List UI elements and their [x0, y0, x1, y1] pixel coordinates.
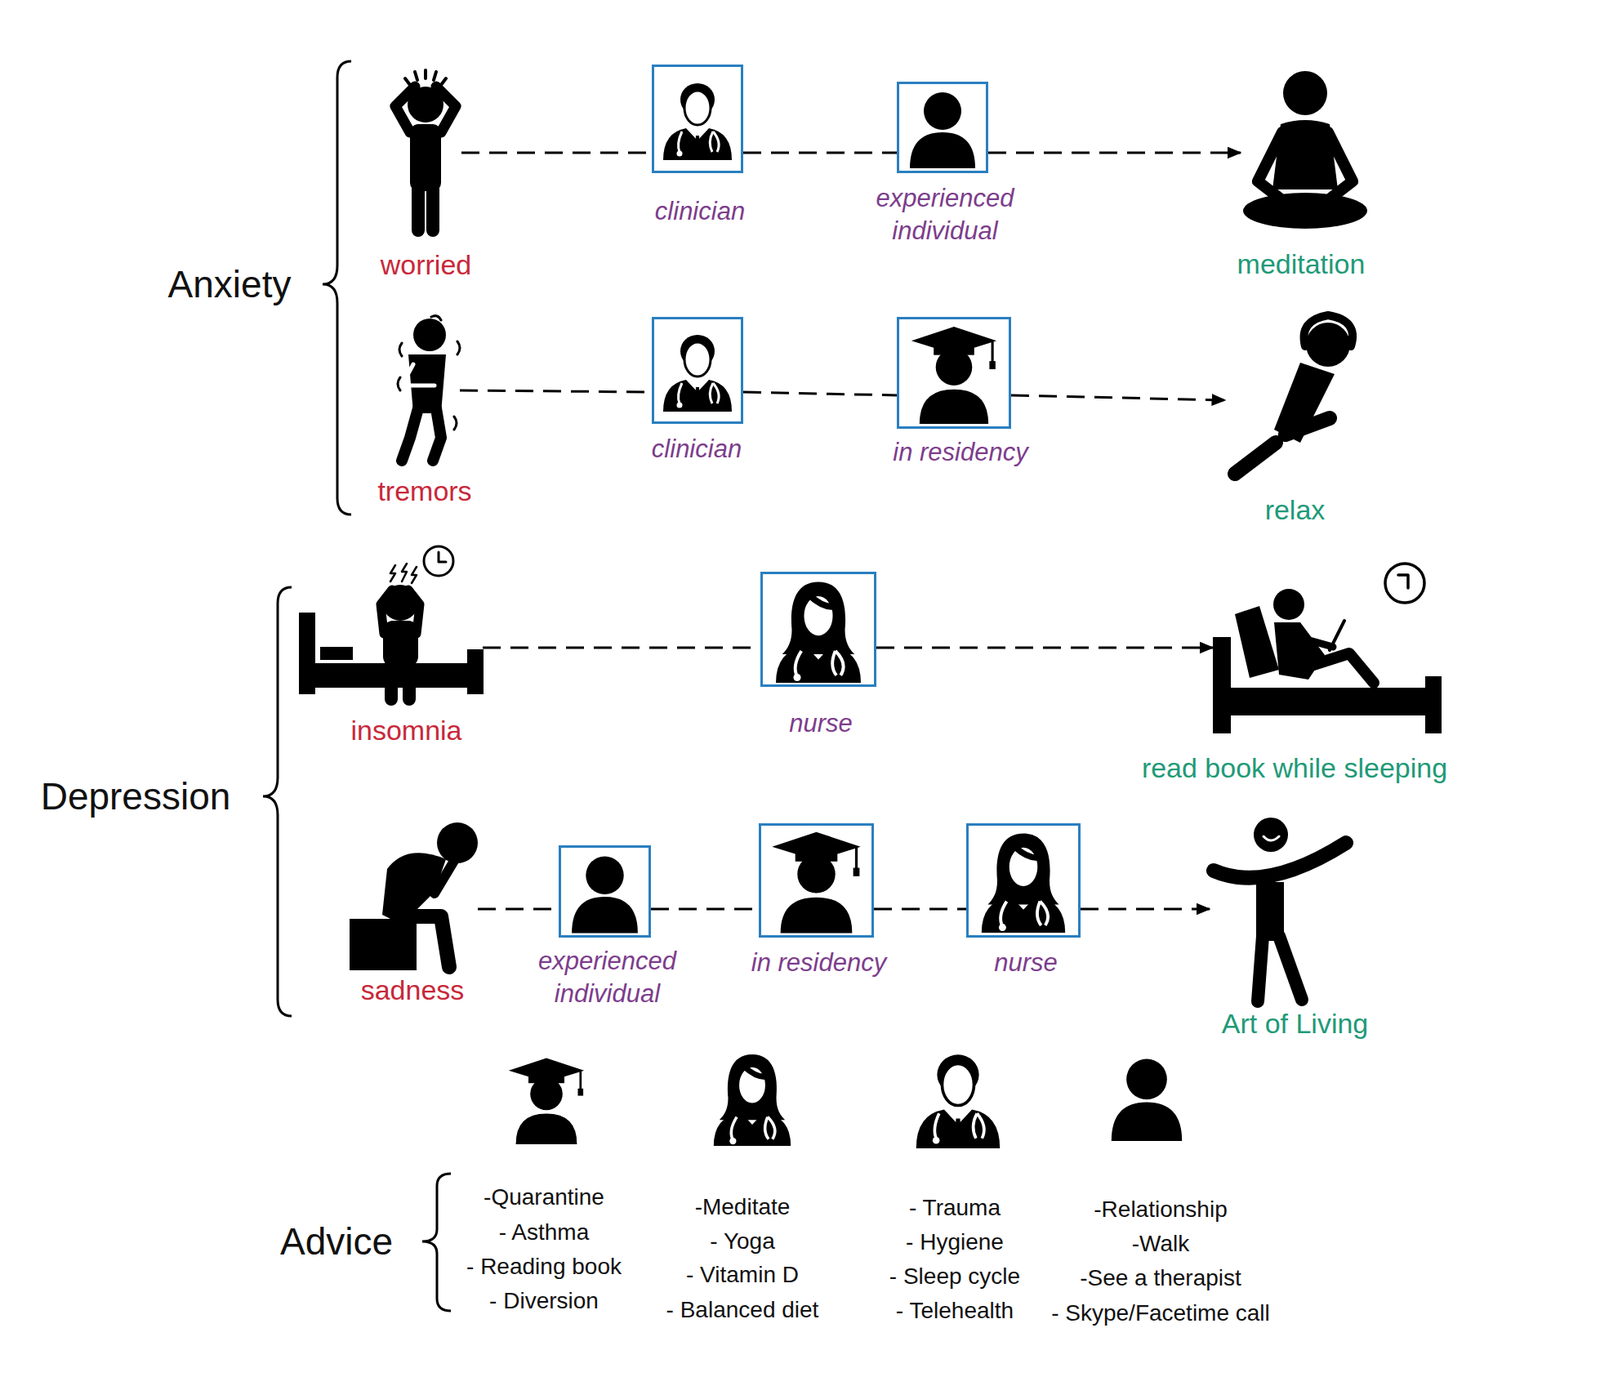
role-label: experienced individual	[838, 182, 1052, 248]
nurse-icon	[981, 833, 1066, 933]
reading-in-bed-figure	[1212, 563, 1442, 734]
graduate-icon	[508, 1057, 584, 1145]
meditation-figure	[1243, 71, 1368, 229]
insomnia-figure	[298, 546, 484, 700]
remedy-label: read book while sleeping	[1141, 751, 1448, 785]
nurse-icon	[775, 582, 861, 684]
advice-item: - Trauma	[909, 1194, 1001, 1222]
dashed-arrow	[650, 908, 759, 911]
section-label: Advice	[280, 1219, 393, 1264]
person-icon	[571, 856, 638, 934]
worried-figure	[395, 70, 456, 231]
clinician-icon	[663, 334, 732, 412]
dashed-arrow	[461, 151, 652, 155]
dashed-arrow	[873, 908, 967, 911]
brace	[322, 61, 352, 515]
advice-item: -See a therapist	[1079, 1265, 1242, 1292]
tremors-figure	[397, 316, 460, 461]
remedy-figure: meditation	[1240, 71, 1369, 230]
relax-figure	[1234, 315, 1353, 474]
dashed-arrow	[482, 646, 761, 650]
dashed-arrow	[743, 151, 897, 155]
role-box: in residency	[758, 823, 874, 938]
remedy-figure: Art of Living	[1209, 816, 1348, 1006]
advice-item: - Skype/Facetime call	[1051, 1300, 1271, 1327]
advice-item: - Telehealth	[895, 1297, 1014, 1324]
symptom-figure: insomnia	[298, 551, 483, 705]
role-label: clinician	[651, 432, 742, 466]
symptom-figure: tremors	[392, 316, 460, 465]
dashed-arrow	[459, 390, 652, 393]
role-label: in residency	[751, 946, 887, 980]
role-box: in residency	[896, 316, 1012, 429]
nurse-icon	[713, 1054, 791, 1146]
section-label: Depression	[40, 774, 232, 819]
advice-item: -Meditate	[695, 1194, 791, 1221]
dashed-arrow	[1080, 908, 1210, 911]
advice-item: - Asthma	[499, 1219, 589, 1246]
role-box: experienced individual	[896, 81, 989, 174]
role-label: experienced individual	[501, 944, 714, 1011]
person-icon	[909, 92, 976, 169]
dashed-arrow	[477, 908, 559, 911]
role-box: clinician	[651, 64, 744, 174]
brace	[262, 587, 292, 1017]
graduate-icon	[911, 326, 997, 424]
role-box: clinician	[651, 316, 744, 424]
advice-item: - Diversion	[489, 1288, 599, 1315]
role-box: experienced individual	[558, 845, 651, 938]
advice-item: - Yoga	[709, 1228, 775, 1255]
joy-figure	[1213, 817, 1346, 1002]
sadness-figure	[349, 822, 478, 971]
section-label: Anxiety	[168, 262, 292, 307]
person-icon	[1111, 1059, 1182, 1141]
remedy-figure: relax	[1225, 316, 1373, 481]
role-label: clinician	[655, 195, 745, 228]
role-label: nurse	[788, 707, 853, 740]
brace	[422, 1173, 451, 1311]
remedy-label: relax	[1265, 493, 1326, 527]
dashed-arrow	[743, 392, 897, 396]
remedy-label: Art of Living	[1221, 1007, 1369, 1041]
symptom-label: sadness	[361, 973, 465, 1008]
symptom-label: worried	[380, 248, 472, 282]
dashed-arrow	[1011, 395, 1226, 401]
symptom-label: tremors	[377, 474, 472, 509]
clinician-icon	[663, 83, 732, 161]
advice-item: - Sleep cycle	[889, 1263, 1021, 1290]
advice-item: -Quarantine	[483, 1184, 605, 1211]
symptom-figure: worried	[390, 71, 462, 237]
dashed-arrow	[876, 646, 1213, 650]
advice-item: - Balanced diet	[666, 1296, 820, 1324]
symptom-figure: sadness	[347, 816, 478, 971]
role-label: in residency	[892, 436, 1028, 469]
symptom-label: insomnia	[350, 713, 462, 748]
role-box: nurse	[760, 571, 877, 687]
remedy-figure: read book while sleeping	[1212, 561, 1442, 734]
dashed-arrow	[988, 151, 1241, 155]
role-label: nurse	[993, 946, 1058, 980]
remedy-label: meditation	[1237, 247, 1366, 281]
clinician-icon	[916, 1054, 1000, 1149]
advice-item: - Hygiene	[905, 1229, 1004, 1256]
advice-item: -Relationship	[1093, 1196, 1227, 1223]
advice-item: -Walk	[1132, 1230, 1190, 1257]
graduate-icon	[771, 832, 861, 934]
advice-item: - Reading book	[466, 1253, 622, 1280]
role-box: nurse	[966, 823, 1081, 938]
advice-item: - Vitamin D	[686, 1261, 799, 1289]
